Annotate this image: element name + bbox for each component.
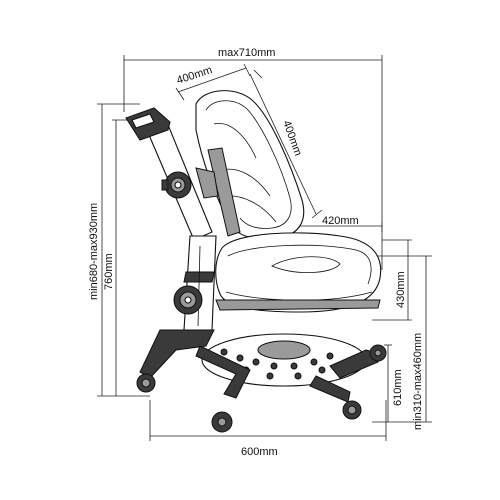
overall-width-label: max710mm xyxy=(218,47,275,59)
caster-icon xyxy=(211,411,233,433)
caster-icon xyxy=(342,400,362,420)
overall-width-dimension: max710mm xyxy=(123,47,383,270)
base-height-label: 610mm xyxy=(392,369,404,406)
base-width-label: 600mm xyxy=(241,446,278,458)
backrest-width-label: 400mm xyxy=(175,64,214,87)
seat-depth-label: 420mm xyxy=(322,215,359,227)
seat-back-height-dimension: 430mm xyxy=(372,239,412,321)
seat-height-range-label: min310-max460mm xyxy=(412,333,424,430)
backrest xyxy=(195,90,305,240)
base-height-dimension: 610mm xyxy=(384,344,404,422)
base-legs xyxy=(139,329,383,403)
total-height-dimension: 760mm xyxy=(103,119,150,396)
knob-icon xyxy=(161,171,192,199)
base-width-dimension: 600mm xyxy=(149,400,387,458)
gas-lift-column xyxy=(183,235,217,331)
seat-back-height-label: 430mm xyxy=(395,271,407,308)
seat xyxy=(215,232,382,313)
total-height-range-dimension: min680-max930mm xyxy=(88,103,150,397)
total-height-range-label: min680-max930mm xyxy=(88,203,100,300)
seat-height-range-dimension: min310-max460mm xyxy=(372,255,432,430)
caster-icon xyxy=(369,344,387,362)
caster-icon xyxy=(136,373,156,393)
knob-icon xyxy=(173,285,203,315)
total-height-label: 760mm xyxy=(103,253,115,290)
